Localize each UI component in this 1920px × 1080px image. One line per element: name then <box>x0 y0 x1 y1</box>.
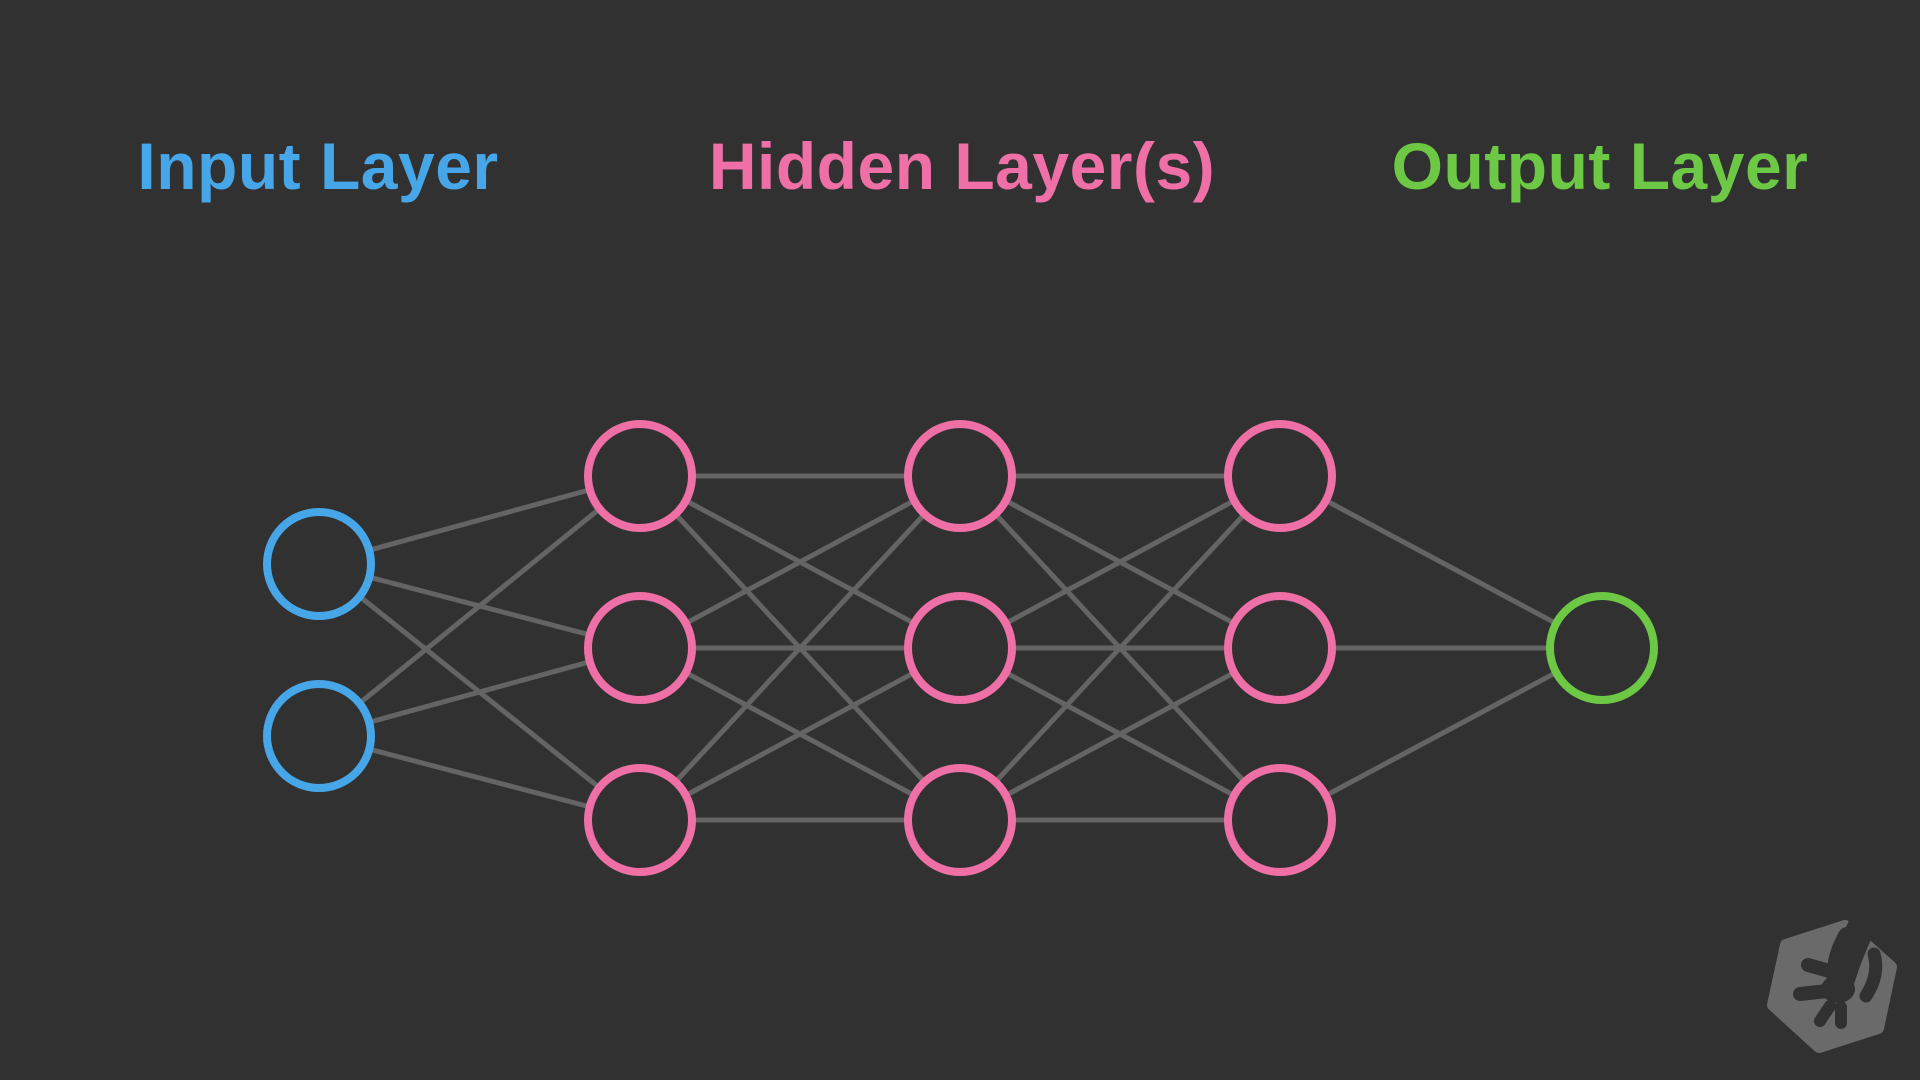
input-layer-node-1 <box>263 508 375 620</box>
input-layer-node-2 <box>263 680 375 792</box>
hidden-layer-2-node-2 <box>904 592 1016 704</box>
nodes-layer <box>263 420 1658 876</box>
hidden-layer-2-node-1 <box>904 420 1016 532</box>
edge-hidden-layer-2-3-to-hidden-layer-3-2 <box>958 645 1282 823</box>
output-layer-label: Output Layer <box>1391 129 1809 203</box>
output-layer-node-1 <box>1546 592 1658 704</box>
hidden-layer-2-node-3 <box>904 764 1016 876</box>
edge-input-layer-2-to-hidden-layer-1-1 <box>317 474 642 738</box>
hidden-layer-1-node-3 <box>584 764 696 876</box>
hidden-layer-label: Hidden Layer(s) <box>708 129 1216 203</box>
edge-hidden-layer-2-2-to-hidden-layer-3-1 <box>958 473 1282 651</box>
hidden-layer-3-node-3 <box>1224 764 1336 876</box>
edge-hidden-layer-1-2-to-hidden-layer-2-1 <box>638 473 962 651</box>
edge-hidden-layer-1-3-to-hidden-layer-2-2 <box>638 645 962 823</box>
hidden-layer-1-node-2 <box>584 592 696 704</box>
edge-hidden-layer-1-3-to-hidden-layer-2-1 <box>638 474 962 822</box>
edge-hidden-layer-3-3-to-output-layer-1 <box>1278 645 1604 823</box>
hexagon-frogfoot-logo-icon <box>1767 920 1897 1053</box>
hidden-layer-3-node-2 <box>1224 592 1336 704</box>
logo-frogfoot-glyph <box>1793 920 1883 1029</box>
hidden-layer-1-node-1 <box>584 420 696 532</box>
edge-hidden-layer-3-1-to-output-layer-1 <box>1278 473 1604 651</box>
edge-hidden-layer-2-3-to-hidden-layer-3-1 <box>958 474 1282 822</box>
input-layer-label: Input Layer <box>137 129 499 203</box>
hidden-layer-3-node-1 <box>1224 420 1336 532</box>
